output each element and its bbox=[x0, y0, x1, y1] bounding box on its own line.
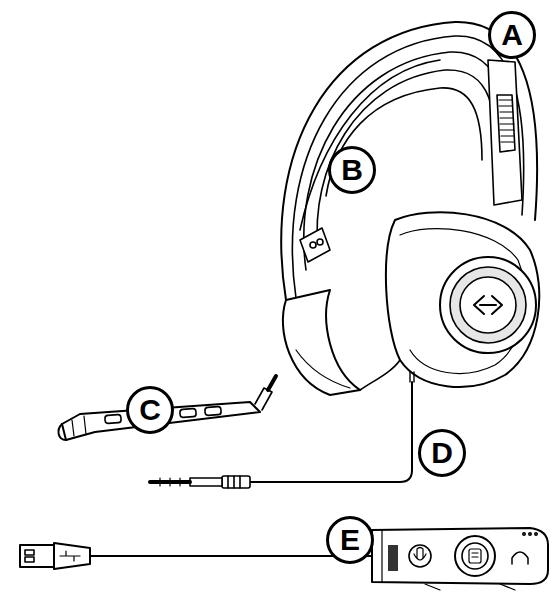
callout-circle: D bbox=[418, 429, 466, 477]
headset-cable bbox=[150, 372, 414, 488]
slider bbox=[488, 60, 522, 205]
far-earcup bbox=[283, 228, 360, 395]
callout-circle: A bbox=[488, 11, 536, 59]
usb-control bbox=[20, 528, 548, 590]
callout-letter: D bbox=[431, 438, 453, 468]
callout-letter: E bbox=[340, 525, 360, 555]
callout-circle: C bbox=[126, 386, 174, 434]
callout-letter: C bbox=[139, 395, 161, 425]
callout-circle: B bbox=[328, 146, 376, 194]
mic-boom bbox=[59, 376, 276, 440]
callout-circle: E bbox=[326, 516, 374, 564]
callout-letter: B bbox=[341, 155, 363, 185]
callout-letter: A bbox=[501, 20, 523, 50]
near-earcup bbox=[360, 212, 539, 390]
